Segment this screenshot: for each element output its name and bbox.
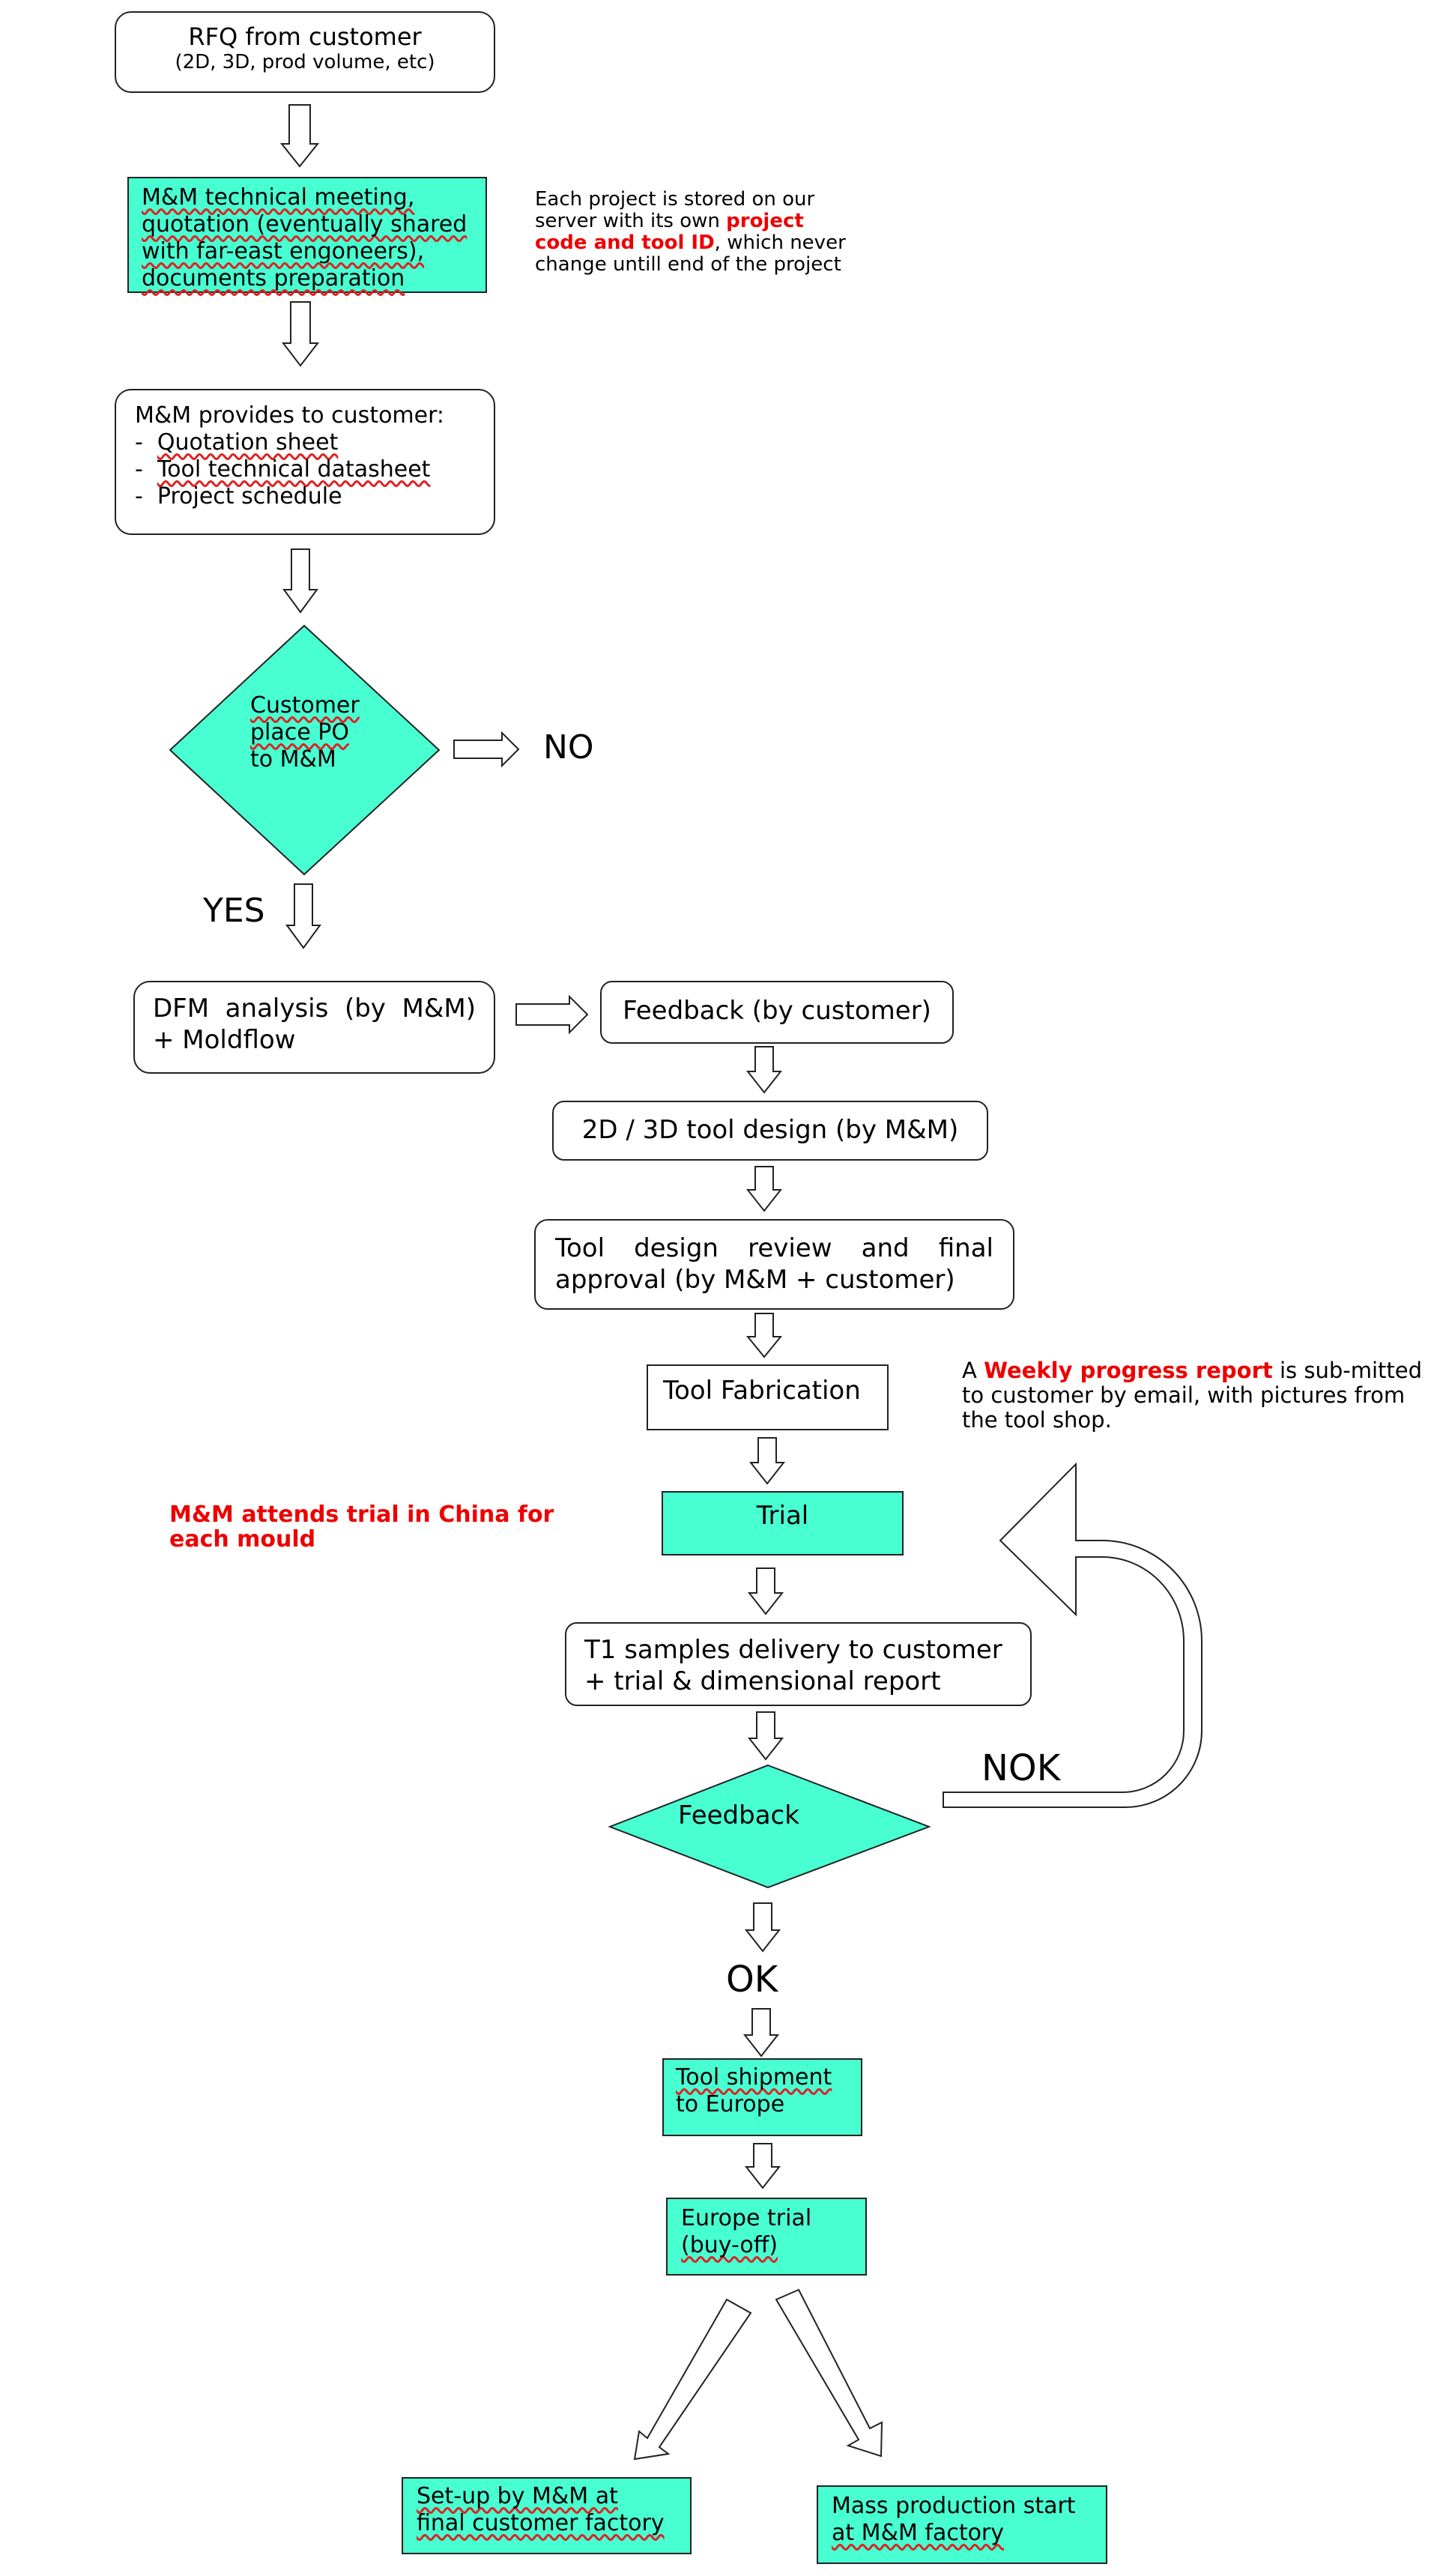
t1-line: T1 samples delivery to customer (584, 1635, 1002, 1665)
decision-po-line: to M&M (250, 746, 336, 773)
server-note-pre: Each project is stored on our server wit… (535, 188, 815, 232)
weekly-note-pre: A (962, 1358, 984, 1383)
ok-label: OK (726, 1959, 778, 2001)
feedback-decision-label: Feedback (678, 1801, 799, 1830)
decision-po-line: place PO (250, 719, 349, 746)
decision-po-line: Customer (250, 692, 360, 719)
feedback-customer-label: Feedback (by customer) (623, 996, 931, 1026)
rfq-subtitle: (2D, 3D, prod volume, etc) (175, 51, 435, 73)
china-trial-note: M&M attends trial in China for each moul… (169, 1502, 554, 1552)
arrow-decision-no (453, 731, 520, 768)
arrow-ok-to-shipment (742, 2008, 780, 2058)
arrow-europe-to-setup (633, 2298, 752, 2461)
arrow-decision-yes (285, 883, 321, 949)
trial-label: Trial (756, 1501, 809, 1531)
server-note-post: , which never change untill end of the p… (535, 232, 846, 276)
setup-box: Set-up by M&M at final customer factory (402, 2477, 692, 2554)
arrow-review-to-fabrication (745, 1313, 783, 1358)
setup-line: Set-up by M&M at (417, 2483, 618, 2509)
decision-po-label: Customer place PO to M&M (250, 692, 400, 773)
mass-line: Mass production start (832, 2493, 1076, 2519)
shipment-box: Tool shipment to Europe (662, 2058, 862, 2136)
feedback-customer-box: Feedback (by customer) (600, 981, 954, 1044)
nok-label: NOK (981, 1747, 1061, 1789)
dfm-line: + Moldflow (153, 1025, 296, 1055)
tech-meeting-line: quotation (eventually shared (142, 211, 468, 238)
arrow-provides-to-decision (282, 548, 318, 614)
provides-title: M&M provides to customer: (135, 402, 445, 429)
server-note-highlight: project code and tool ID (535, 210, 804, 254)
arrow-nok-loop (943, 1462, 1203, 1808)
arrow-t1-to-feedback (747, 1711, 784, 1761)
rfq-box: RFQ from customer (2D, 3D, prod volume, … (115, 11, 495, 93)
setup-line: final customer factory (417, 2510, 665, 2536)
design-review-line: approval (by M&M + customer) (555, 1265, 955, 1295)
arrow-meeting-to-provides (281, 301, 320, 367)
europe-trial-box: Europe trial (buy-off) (666, 2198, 867, 2276)
fabrication-box: Tool Fabrication (647, 1364, 889, 1430)
arrow-shipment-to-europe (744, 2143, 781, 2189)
arrow-fabrication-to-trial (748, 1437, 786, 1485)
tech-meeting-box: M&M technical meeting, quotation (eventu… (127, 177, 487, 293)
t1-samples-box: T1 samples delivery to customer + trial … (565, 1622, 1032, 1706)
design-review-box: Tool design review and final approval (b… (534, 1219, 1014, 1310)
weekly-note-highlight: Weekly progress report (984, 1358, 1273, 1383)
tool-design-box: 2D / 3D tool design (by M&M) (552, 1101, 988, 1161)
tech-meeting-line: with far-east engoneers), (142, 238, 425, 264)
dfm-line: DFM analysis (by M&M) (153, 994, 476, 1024)
mass-line: at M&M factory (832, 2520, 1005, 2546)
server-note: Each project is stored on our server wit… (535, 189, 857, 276)
arrow-europe-to-mass (775, 2288, 883, 2458)
yes-label: YES (203, 892, 265, 930)
provides-item: Tool technical datasheet (135, 456, 494, 483)
no-label: NO (543, 728, 594, 767)
tool-design-label: 2D / 3D tool design (by M&M) (581, 1115, 959, 1145)
provides-item: Quotation sheet (135, 429, 494, 456)
arrow-rfq-to-meeting (279, 104, 320, 168)
tech-meeting-line: M&M technical meeting, (142, 184, 415, 211)
rfq-title: RFQ from customer (188, 22, 422, 51)
weekly-note-post: is sub-mitted to customer by email, with… (962, 1358, 1422, 1433)
arrow-trial-to-t1 (747, 1567, 784, 1615)
provides-box: M&M provides to customer: Quotation shee… (115, 389, 495, 535)
decision-diamond-po (169, 624, 441, 876)
mass-production-box: Mass production start at M&M factory (817, 2485, 1107, 2564)
dfm-box: DFM analysis (by M&M) + Moldflow (133, 981, 495, 1074)
europe-trial-line: (buy-off) (681, 2232, 778, 2258)
europe-trial-line: Europe trial (681, 2205, 812, 2231)
weekly-note: A Weekly progress report is sub-mitted t… (962, 1358, 1427, 1433)
provides-item: Project schedule (135, 483, 494, 510)
fabrication-label: Tool Fabrication (663, 1376, 861, 1406)
trial-box: Trial (662, 1491, 904, 1555)
shipment-line: to Europe (676, 2091, 785, 2117)
arrow-design-to-review (745, 1166, 783, 1212)
t1-line: + trial & dimensional report (584, 1666, 941, 1696)
arrow-dfm-to-feedback (515, 994, 589, 1035)
arrow-feedback-ok (744, 1902, 781, 1953)
tech-meeting-line: documents preparation (142, 265, 405, 291)
decision-diamond-feedback (608, 1764, 931, 1889)
shipment-line: Tool shipment (676, 2064, 832, 2090)
arrow-feedback-to-design (745, 1046, 783, 1094)
design-review-line: Tool design review and final (555, 1233, 993, 1263)
